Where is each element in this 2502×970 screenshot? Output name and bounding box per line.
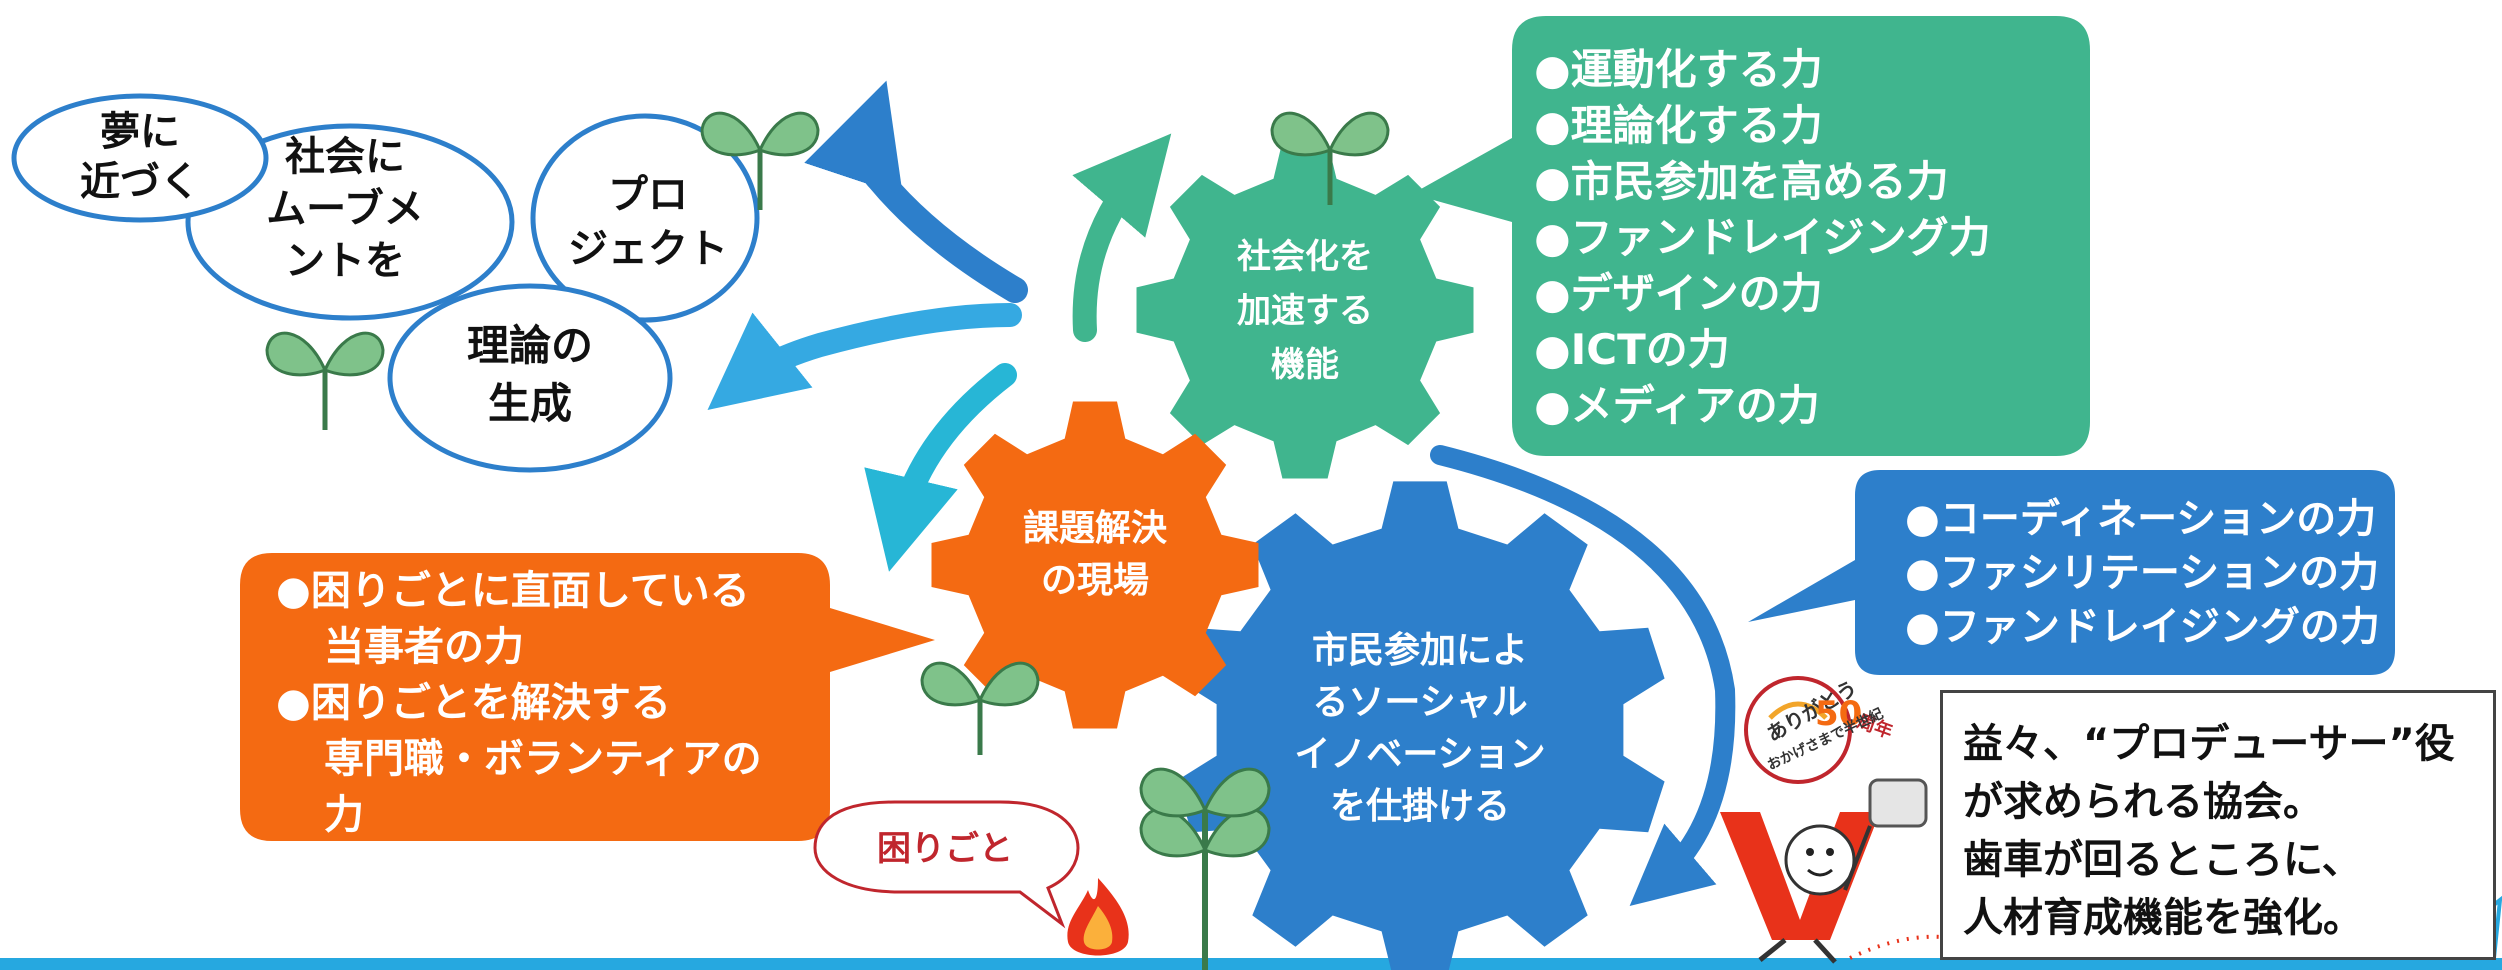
gear-social-line-2: 加速する xyxy=(1237,291,1373,331)
gear-social-innovation xyxy=(1175,481,1665,970)
green-callout-item: ●理論化する力 xyxy=(1534,101,1823,150)
blue-callout: ●コーディネーションの力 ●ファシリテーションの力 ●ファンドレイジングの力 xyxy=(1855,470,2395,675)
emphasis-line: 歯車が回るところに、 xyxy=(1963,837,2362,883)
bubble-project-shape xyxy=(530,113,760,323)
bubble-theory-shape xyxy=(387,283,673,473)
mascot-badge-number: 50 xyxy=(1815,694,1862,734)
bubble-theory-line-1: 理論の xyxy=(467,321,593,370)
emphasis-line: が求められる協会。 xyxy=(1963,779,2323,825)
flame-icon xyxy=(1067,878,1129,956)
arrow-cyan-down xyxy=(864,363,1017,572)
bubble-movement-line-1: 社会に xyxy=(285,134,405,180)
gear-social-line-3: 機能 xyxy=(1271,345,1339,385)
gear-innovation-line-2: るソーシャル xyxy=(1312,682,1527,723)
orange-callout-item: 当事者の力 xyxy=(324,624,524,670)
gear-innovation-line-3: イノベーション xyxy=(1294,734,1545,775)
bubble-movement-shape xyxy=(185,123,515,321)
arrow-blue-around xyxy=(1430,445,1736,907)
green-callout-item: ●ファンドレイジング力 xyxy=(1534,213,1991,262)
bubble-movement-line-3: ントを xyxy=(285,238,405,284)
blue-callout-shape xyxy=(1748,470,2395,675)
gear-field-line-1: 課題解決 xyxy=(1023,508,1167,549)
gear-field-line-2: の現場 xyxy=(1041,560,1149,601)
blue-callout-item: ●ファンドレイジングの力 xyxy=(1905,604,2380,650)
bottom-bar xyxy=(0,958,2502,970)
trouble-bubble-label: 困りごと xyxy=(877,829,1013,869)
bubble-movement-line-2: ムーブメ xyxy=(266,186,424,232)
bubble-project-line-2: ジェクト xyxy=(568,226,728,272)
green-callout-shape xyxy=(1412,16,2090,456)
gear-innovation-line-4: を仕掛ける xyxy=(1330,786,1510,827)
bubble-dream-line-2: 近づく xyxy=(80,159,200,205)
emphasis-line: 人材育成機能を強化。 xyxy=(1963,895,2363,941)
orange-callout: ●困りごとに直面している 当事者の力 ●困りごとを解決する 専門職・ボランティア… xyxy=(240,553,830,841)
mascot-character xyxy=(1720,676,1928,964)
sprout-icon xyxy=(265,331,385,430)
sprout-icon xyxy=(920,661,1040,755)
blue-callout-item: ●コーディネーションの力 xyxy=(1905,496,2377,542)
arrow-up-left xyxy=(804,80,1028,303)
orange-callout-shape xyxy=(240,553,935,841)
arrow-green-up xyxy=(1072,133,1172,342)
gear-social-function xyxy=(1136,141,1474,479)
gear-problem-solving-field xyxy=(931,401,1259,729)
orange-callout-item: 専門職・ボランティアの xyxy=(324,736,762,782)
bubble-dream-shape xyxy=(11,93,269,223)
large-sprout-icon xyxy=(1139,767,1271,970)
sprout-icon xyxy=(1270,111,1390,205)
green-callout-item: ●運動化する力 xyxy=(1534,45,1823,94)
orange-callout-item: ●困りごとに直面している xyxy=(276,568,750,614)
green-callout-item: ●デザインの力 xyxy=(1534,269,1823,318)
bubble-project-line-1: プロ xyxy=(608,172,688,218)
trouble-bubble-shape xyxy=(813,800,1080,929)
green-callout-item: ●メディアの力 xyxy=(1534,381,1820,430)
gear-innovation-line-1: 市民参加によ xyxy=(1312,630,1528,671)
gear-social-line-1: 社会化を xyxy=(1237,237,1373,277)
orange-callout-item: 力 xyxy=(324,792,364,838)
green-callout-item: ●市民参加を高める力 xyxy=(1534,157,1949,206)
green-callout: ●運動化する力 ●理論化する力 ●市民参加を高める力 ●ファンドレイジング力 ●… xyxy=(1512,16,2090,456)
sprout-icon xyxy=(700,111,820,210)
blue-callout-item: ●ファシリテーションの力 xyxy=(1905,550,2380,596)
bubble-dream-line-1: 夢に xyxy=(100,109,180,155)
green-callout-item: ●ICTの力 xyxy=(1534,325,1730,374)
emphasis-line: 益々、“プロデューサー”役 xyxy=(1963,721,2455,767)
emphasis-box: 益々、“プロデューサー”役 が求められる協会。 歯車が回るところに、 人材育成機… xyxy=(1940,690,2496,960)
arrow-to-theory xyxy=(707,303,1022,410)
orange-callout-item: ●困りごとを解決する xyxy=(276,680,671,726)
bubble-theory-line-2: 生成 xyxy=(488,379,572,428)
